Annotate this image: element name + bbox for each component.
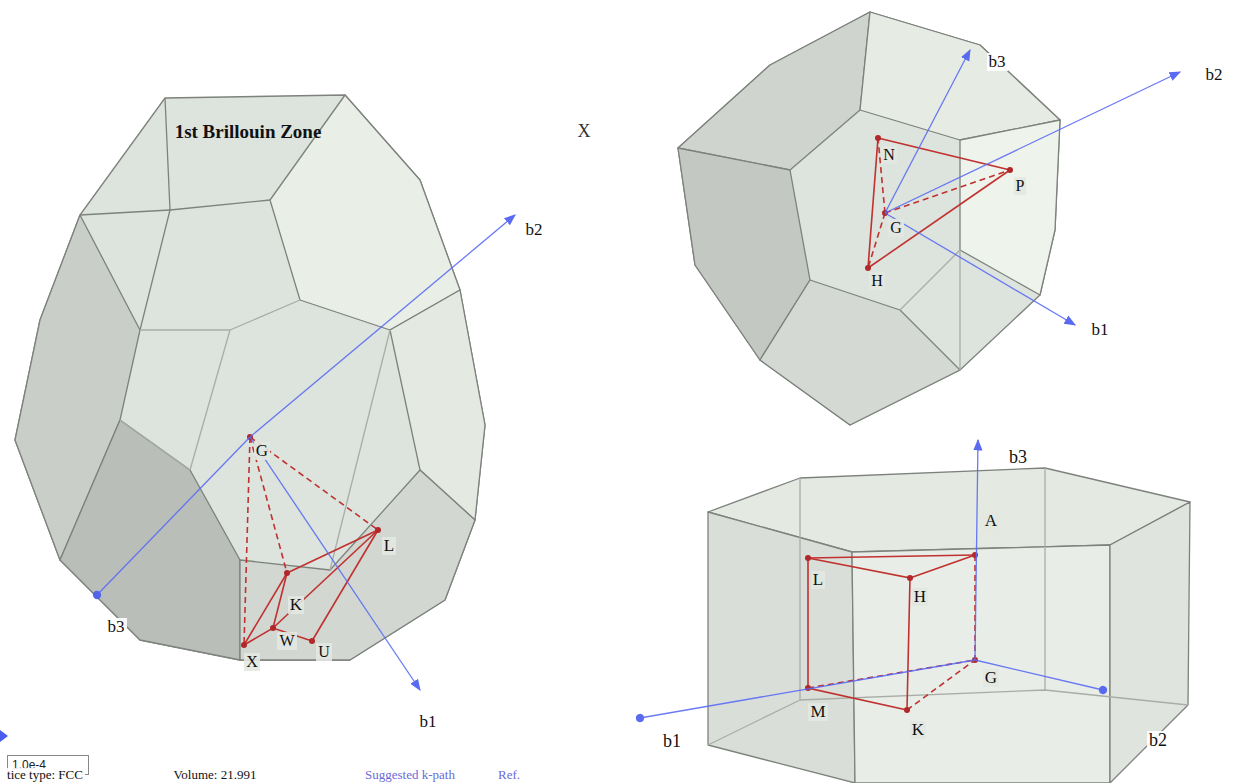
point-label: K — [910, 721, 926, 740]
axis-fragment — [0, 730, 8, 742]
k-point — [241, 434, 381, 648]
k-path — [808, 555, 975, 710]
point-label: b2 — [524, 221, 545, 240]
point-label: b2 — [1204, 66, 1225, 85]
point-label: P — [1014, 177, 1027, 195]
point-label: H — [912, 588, 928, 607]
hex-zone — [708, 468, 1190, 783]
k-point — [805, 552, 978, 713]
bcc-zone — [678, 12, 1060, 425]
point-label: Volume: 21.991 — [172, 768, 259, 782]
k-path — [868, 138, 1010, 268]
point-label: H — [869, 272, 885, 290]
point-label: G — [983, 669, 999, 688]
k-point — [865, 135, 1013, 271]
point-label: X — [244, 653, 260, 671]
point-label: A — [983, 512, 999, 531]
reciprocal-axis — [640, 440, 1103, 718]
point-label: U — [316, 643, 332, 661]
point-label: L — [811, 571, 825, 590]
point-label: Suggested k-path — [363, 768, 457, 782]
fcc-zone — [15, 95, 485, 660]
k-path — [244, 437, 378, 645]
point-label: G — [254, 442, 270, 461]
point-label: b3 — [106, 618, 127, 637]
point-label: tice type: FCC — [5, 768, 85, 782]
reciprocal-axis — [885, 50, 1180, 325]
point-label: M — [808, 703, 827, 722]
point-label: X — [576, 122, 593, 142]
point-label: b1 — [661, 732, 683, 752]
point-label: N — [881, 146, 897, 164]
point-label: b1 — [418, 713, 439, 732]
point-label: W — [277, 632, 296, 650]
point-label: b1 — [1090, 321, 1111, 340]
point-label: b3 — [987, 53, 1008, 72]
point-label: L — [382, 537, 396, 556]
point-label: K — [288, 596, 304, 615]
point-label: b3 — [1007, 448, 1029, 468]
zone-title: 1st Brillouin Zone — [175, 121, 322, 143]
point-label: Ref. — [496, 768, 522, 782]
point-label: b2 — [1147, 731, 1169, 751]
reciprocal-axis — [97, 215, 515, 690]
point-label: G — [888, 219, 904, 237]
